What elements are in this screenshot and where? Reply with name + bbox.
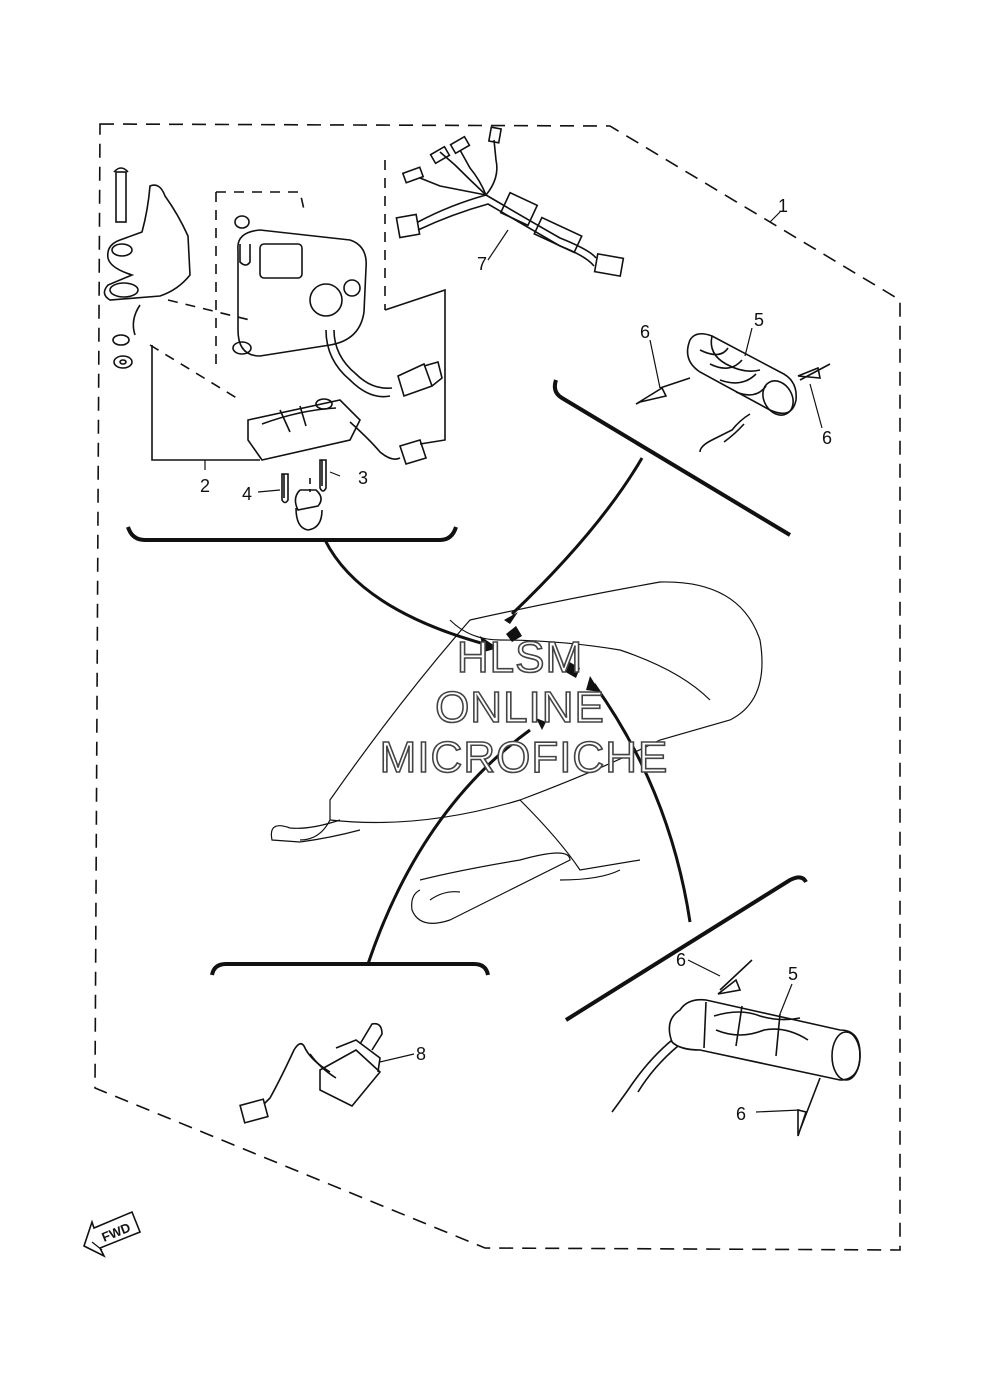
callout-4: 4	[242, 484, 252, 504]
callout-1: 1	[778, 196, 788, 216]
group-brackets	[126, 379, 808, 1022]
fwd-arrow: FWD	[83, 1210, 142, 1258]
callout-2: 2	[200, 476, 210, 496]
callout-labels: 1 2 3 4 5 6 6 7 5 6 6 8	[200, 196, 832, 1124]
callout-5-lower: 5	[788, 964, 798, 984]
watermark-line-2: ONLINE	[435, 683, 605, 732]
kit-boundary	[94, 123, 901, 1251]
callout-5-upper: 5	[754, 310, 764, 330]
callout-6-lower-bottom: 6	[736, 1104, 746, 1124]
callout-7: 7	[477, 254, 487, 274]
watermark-line-1: HLSM	[457, 633, 583, 682]
callout-6-upper-right: 6	[822, 428, 832, 448]
grip-lower	[611, 959, 861, 1137]
toggle-switch	[239, 1022, 383, 1124]
leader-arrowheads	[480, 612, 600, 730]
callout-3: 3	[358, 468, 368, 488]
grip-upper	[635, 332, 831, 453]
watermark: HLSM ONLINE MICROFICHE	[379, 632, 669, 783]
callout-6-lower-top: 6	[676, 950, 686, 970]
callout-6-upper-left: 6	[640, 322, 650, 342]
watermark-line-3: MICROFICHE	[380, 733, 669, 782]
callout-leaders	[204, 211, 823, 1113]
callout-8: 8	[416, 1044, 426, 1064]
throttle-case-assembly	[103, 160, 446, 531]
leader-lines	[323, 457, 692, 965]
snowmobile-outline	[270, 581, 763, 924]
wire-harness	[395, 126, 625, 278]
